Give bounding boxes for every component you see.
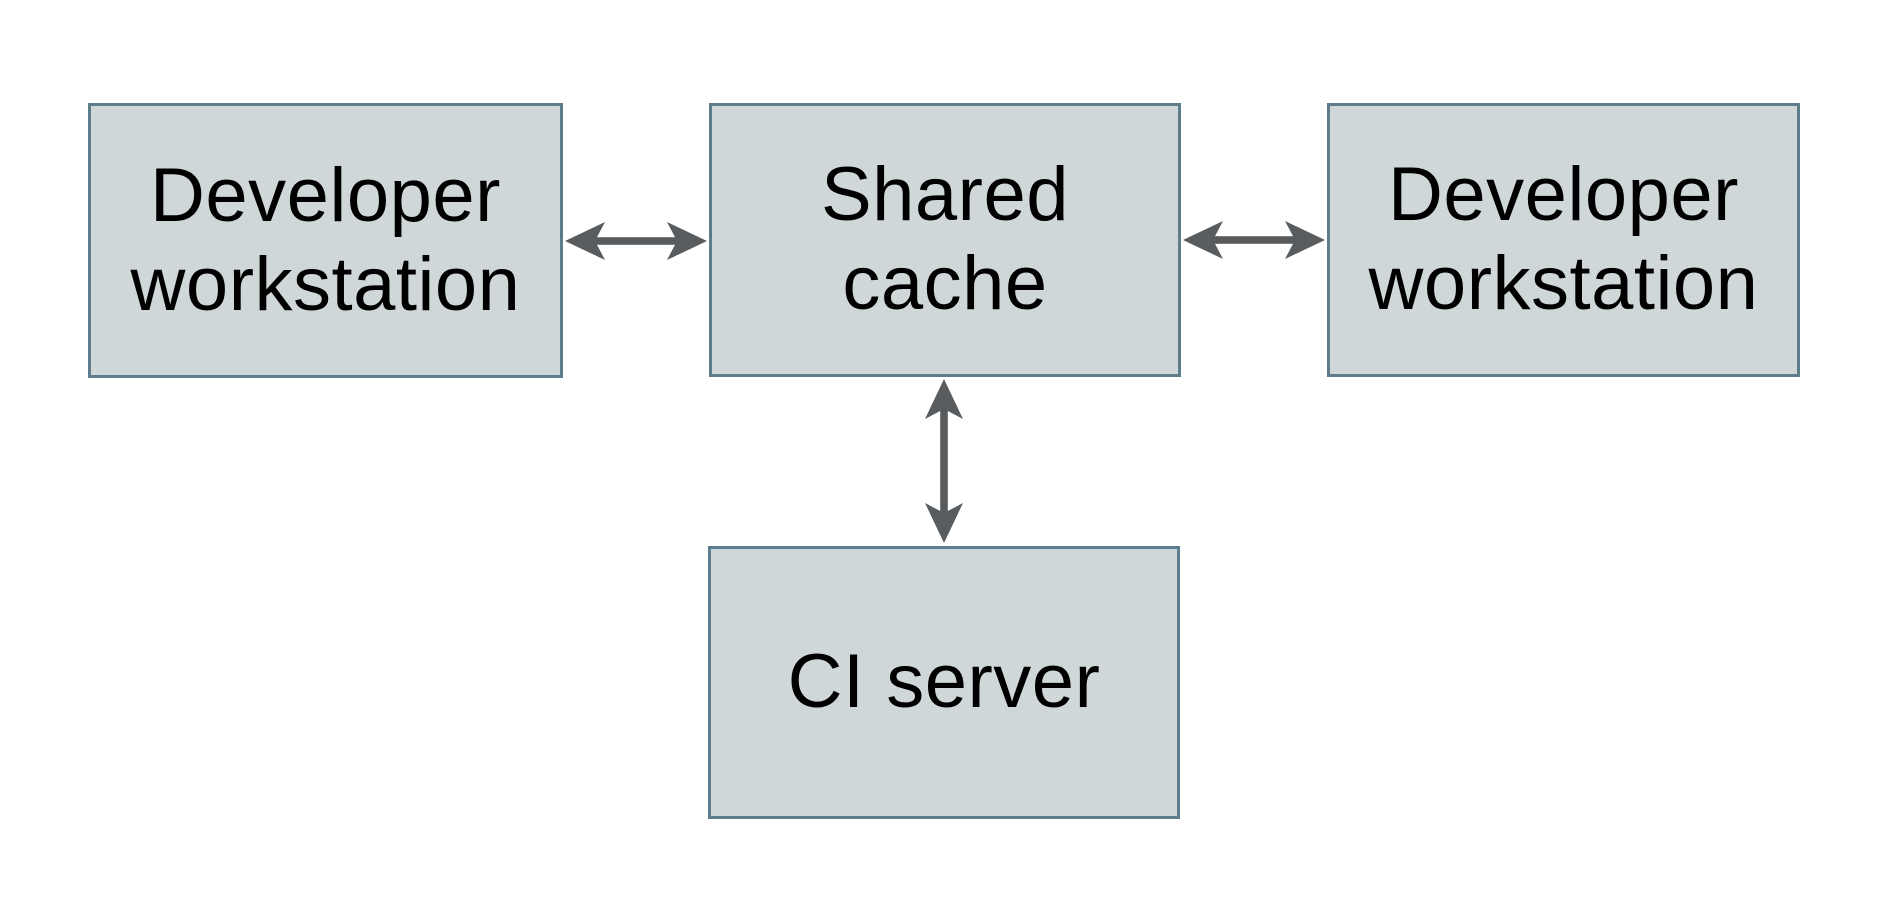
bidirectional-arrow-icon-cache-ciserver: [925, 379, 963, 543]
node-developer-workstation-right: Developer workstation: [1327, 103, 1800, 377]
node-label-line: Developer: [150, 152, 501, 238]
bidirectional-arrow-icon-cache-devright: [1183, 221, 1325, 259]
bidirectional-arrow-icon-devleft-cache: [565, 222, 707, 260]
node-label-line: workstation: [130, 241, 521, 327]
node-ci-server: CI server: [708, 546, 1180, 819]
node-label-line: CI server: [787, 639, 1101, 725]
node-label-line: workstation: [1368, 241, 1759, 326]
node-developer-workstation-left: Developer workstation: [88, 103, 563, 378]
node-label-line: Shared: [820, 152, 1070, 238]
node-label-line: cache: [842, 241, 1048, 326]
node-shared-cache: Shared cache: [709, 103, 1181, 377]
node-label-line: Developer: [1388, 152, 1739, 238]
